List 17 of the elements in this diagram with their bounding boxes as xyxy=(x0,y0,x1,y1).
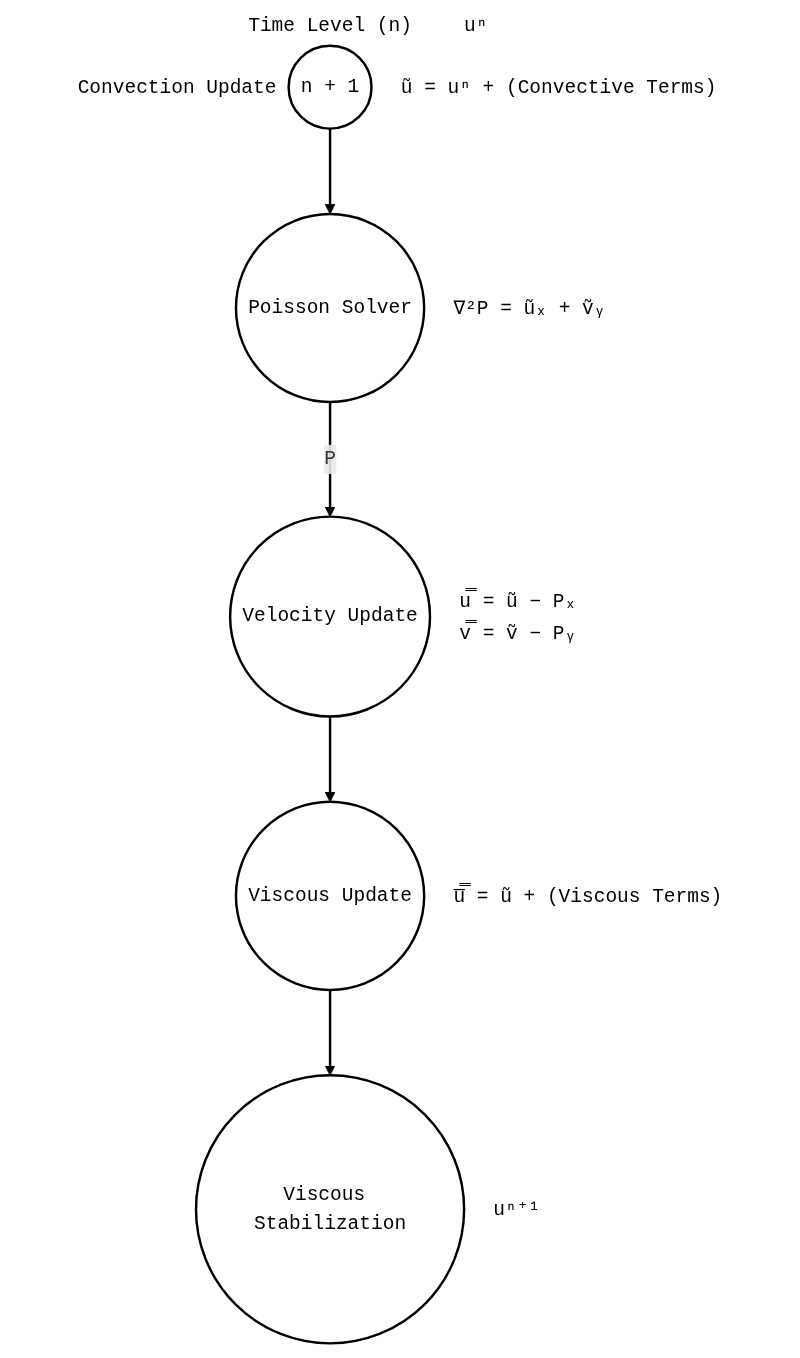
arrow xyxy=(324,990,336,1076)
annotation-text: Convection Update xyxy=(77,77,277,100)
edge-label: P xyxy=(324,444,336,474)
process-circle: n + 1 xyxy=(287,44,373,130)
arrow xyxy=(324,716,336,803)
process-circle: Viscous Update xyxy=(234,800,426,992)
equation-text: ũ = uⁿ + (Convective Terms) xyxy=(400,77,717,100)
equation-text: v̿ = ṽ − Pᵧ xyxy=(459,622,577,645)
equation-text: ∇²P = ũₓ + ṽᵧ xyxy=(453,298,606,321)
process-circle: Velocity Update xyxy=(228,515,432,718)
process-circle: Poisson Solver xyxy=(234,212,426,404)
annotation-text: uⁿ xyxy=(464,15,488,38)
arrow xyxy=(324,128,336,215)
annotation-text: Time Level (n) xyxy=(248,15,412,38)
process-circle: Viscous Stabilization xyxy=(194,1074,466,1345)
equation-text: u̿ = ũ − Pₓ xyxy=(459,590,577,613)
equation-text: uⁿ⁺¹ xyxy=(493,1199,541,1222)
